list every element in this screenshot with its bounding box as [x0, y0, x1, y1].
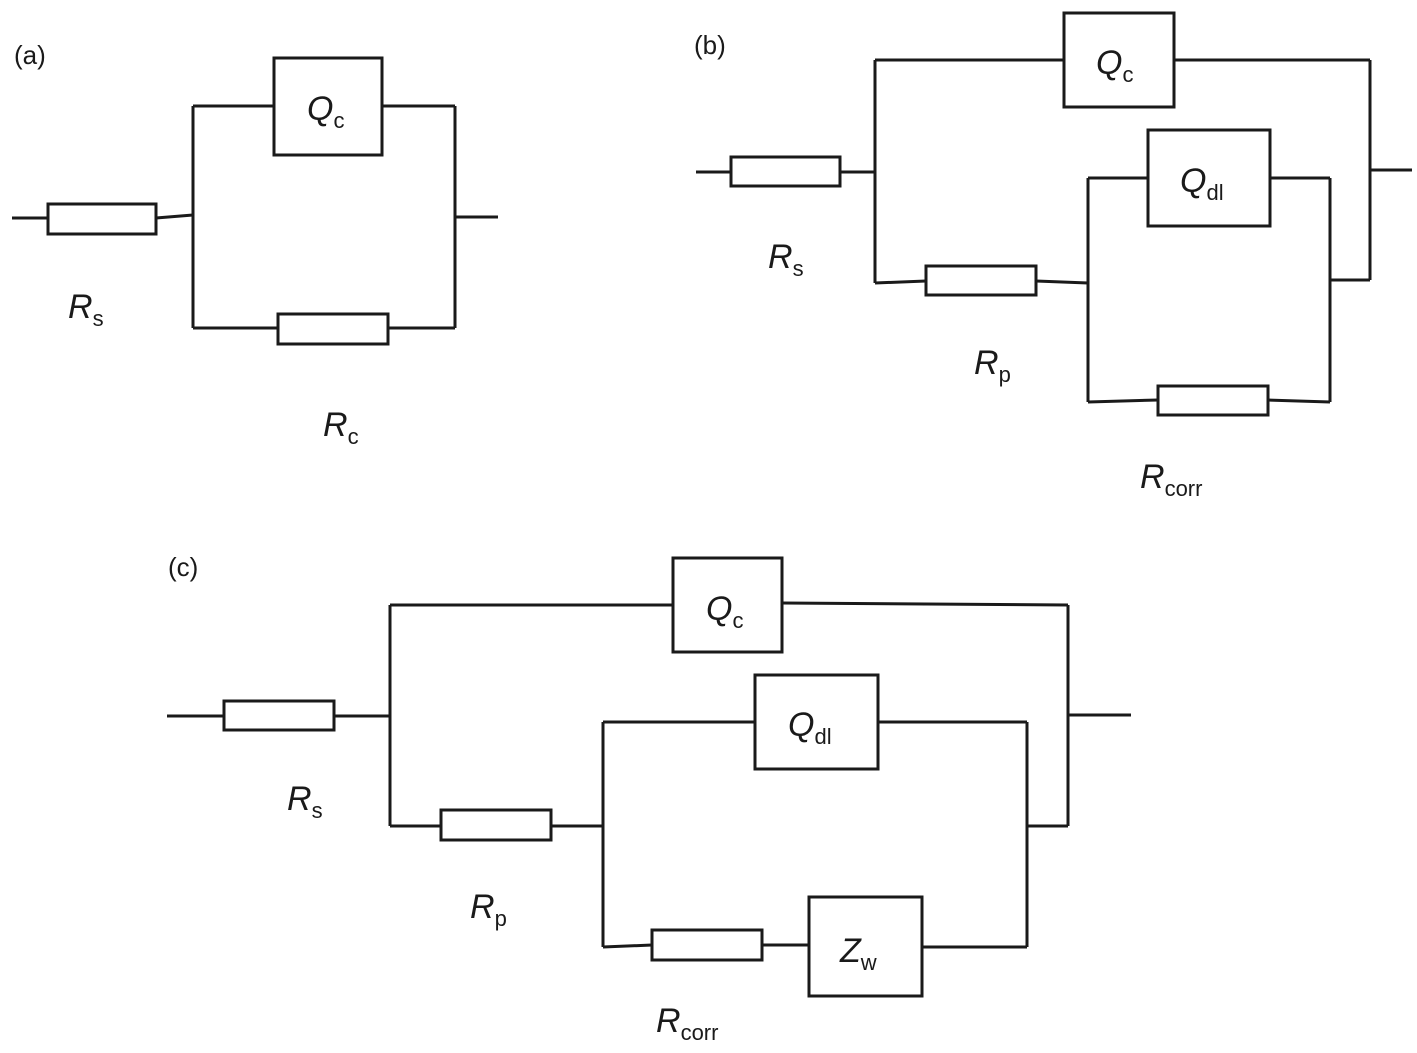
- resistor-rcorr-b: [1156, 384, 1270, 417]
- resistor-rc-a: [276, 312, 390, 346]
- symbol-qdl-c: Qdl: [788, 706, 832, 749]
- symbol-rcorr-c: Rcorr: [656, 1002, 719, 1045]
- symbol-qdl-b: Qdl: [1180, 162, 1224, 205]
- symbol-rs-c: Rs: [287, 780, 323, 823]
- circuit-c: [167, 556, 1131, 998]
- symbol-rs-a: Rs: [68, 288, 104, 331]
- symbol-rs-b: Rs: [768, 238, 804, 281]
- resistor-rp-b: [924, 264, 1038, 297]
- panel-label-c: (c): [168, 552, 199, 582]
- resistor-rcorr-c: [650, 928, 764, 962]
- resistor-rs-b: [729, 155, 842, 188]
- symbol-zw-c: Zw: [840, 932, 877, 975]
- panel-label-b: (b): [694, 30, 726, 60]
- cpe-qdl-c: [753, 673, 880, 771]
- resistor-rs-a: [46, 202, 158, 236]
- symbol-qc-c: Qc: [706, 590, 744, 633]
- cpe-qc-b: [1062, 11, 1176, 109]
- resistor-rp-c: [439, 808, 553, 842]
- symbol-rp-c: Rp: [470, 888, 507, 931]
- resistor-rs-c: [222, 699, 336, 732]
- symbol-rc-a: Rc: [323, 406, 359, 449]
- symbol-rcorr-b: Rcorr: [1140, 458, 1203, 501]
- symbol-rp-b: Rp: [974, 344, 1011, 387]
- cpe-qc-a: [272, 56, 384, 157]
- panel-label-a: (a): [14, 40, 46, 70]
- symbol-qc-b: Qc: [1096, 44, 1134, 87]
- cpe-qc-c: [671, 556, 784, 654]
- symbol-qc-a: Qc: [307, 90, 345, 133]
- circuit-a: [12, 56, 498, 346]
- circuit-b: [696, 11, 1412, 417]
